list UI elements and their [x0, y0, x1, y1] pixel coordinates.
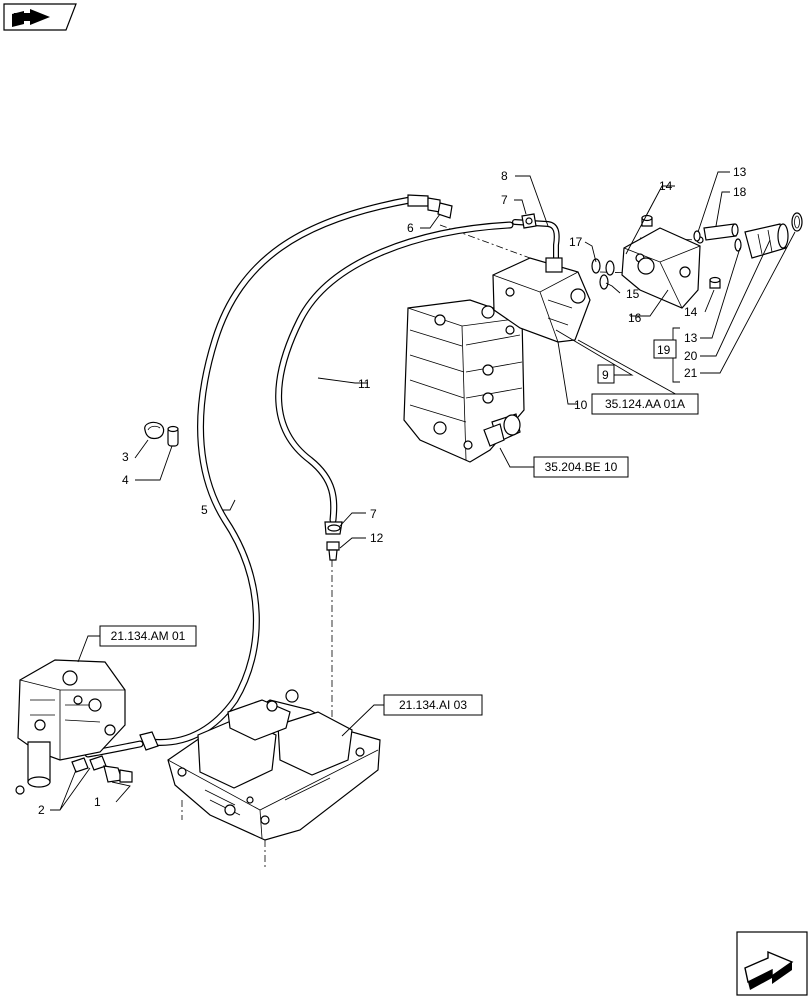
- adapter-block-16: [621, 227, 704, 309]
- ref-label: 35.204.BE 10: [545, 460, 618, 474]
- callout-13-right: 13: [684, 331, 698, 345]
- ref-label: 35.124.AA 01A: [605, 397, 685, 411]
- callout-15: 15: [626, 287, 640, 301]
- fitting-6: [407, 194, 453, 219]
- callout-numbers: 1 2 3 4 5 6 7 7 8 9 10 11 12 13 13 14 14…: [38, 165, 747, 817]
- ref-box-21-134-am-01[interactable]: 21.134.AM 01: [99, 625, 197, 647]
- part-3: [144, 421, 165, 440]
- callout-11: 11: [358, 377, 371, 391]
- left-valve-assembly: [15, 659, 126, 795]
- ref-box-35-124-aa-01a[interactable]: 35.124.AA 01A: [591, 393, 699, 415]
- callout-4: 4: [122, 473, 129, 487]
- hose-5: [84, 196, 414, 758]
- hose-11: [275, 221, 514, 524]
- ref-label: 21.134.AI 03: [399, 698, 467, 712]
- fitting-2: [71, 755, 107, 773]
- callout-7-bottom: 7: [370, 507, 377, 521]
- callout-5: 5: [201, 503, 208, 517]
- callout-21: 21: [684, 366, 698, 380]
- transmission-housing: [167, 689, 381, 841]
- callout-16: 16: [628, 311, 642, 325]
- callout-7-top: 7: [501, 193, 508, 207]
- part-4: [167, 425, 179, 447]
- clamp-7-top: [521, 213, 537, 229]
- o-ring-17: [591, 258, 601, 274]
- next-page-arrow-icon[interactable]: [736, 931, 808, 996]
- clamp-7-bottom: [324, 521, 343, 535]
- fitting-1: [103, 765, 133, 783]
- part-18: [703, 223, 739, 241]
- callout-6: 6: [407, 221, 414, 235]
- part-20: [744, 223, 789, 259]
- callout-13-top: 13: [733, 165, 747, 179]
- screw-14-bottom: [709, 276, 721, 289]
- callout-2: 2: [38, 803, 45, 817]
- callout-19: 19: [657, 343, 671, 357]
- ref-box-35-204-be-10[interactable]: 35.204.BE 10: [533, 456, 629, 478]
- callout-14-top: 14: [659, 179, 673, 193]
- part-21: [791, 212, 803, 232]
- callout-12: 12: [370, 531, 384, 545]
- callout-20: 20: [684, 349, 698, 363]
- callout-8: 8: [501, 169, 508, 183]
- callout-box-19: [653, 339, 677, 359]
- valve-block-10: [492, 257, 591, 343]
- fitting-12: [326, 541, 340, 561]
- callout-3: 3: [122, 450, 129, 464]
- ref-box-21-134-ai-03[interactable]: 21.134.AI 03: [383, 694, 483, 716]
- part-13-top: [693, 230, 701, 242]
- o-ring-15: [599, 260, 615, 290]
- callout-box-9: [597, 364, 615, 384]
- callout-18: 18: [733, 185, 747, 199]
- control-valve-block: [403, 299, 525, 463]
- book-arrow-icon[interactable]: [3, 3, 77, 31]
- tube-8: [512, 219, 560, 265]
- callout-10: 10: [574, 398, 588, 412]
- callout-1: 1: [94, 795, 101, 809]
- callout-9: 9: [602, 368, 609, 382]
- callout-14-bottom: 14: [684, 305, 698, 319]
- leader-lines: [50, 171, 796, 811]
- part-13-right: [734, 238, 742, 252]
- ref-label: 21.134.AM 01: [111, 629, 186, 643]
- callout-17: 17: [569, 235, 583, 249]
